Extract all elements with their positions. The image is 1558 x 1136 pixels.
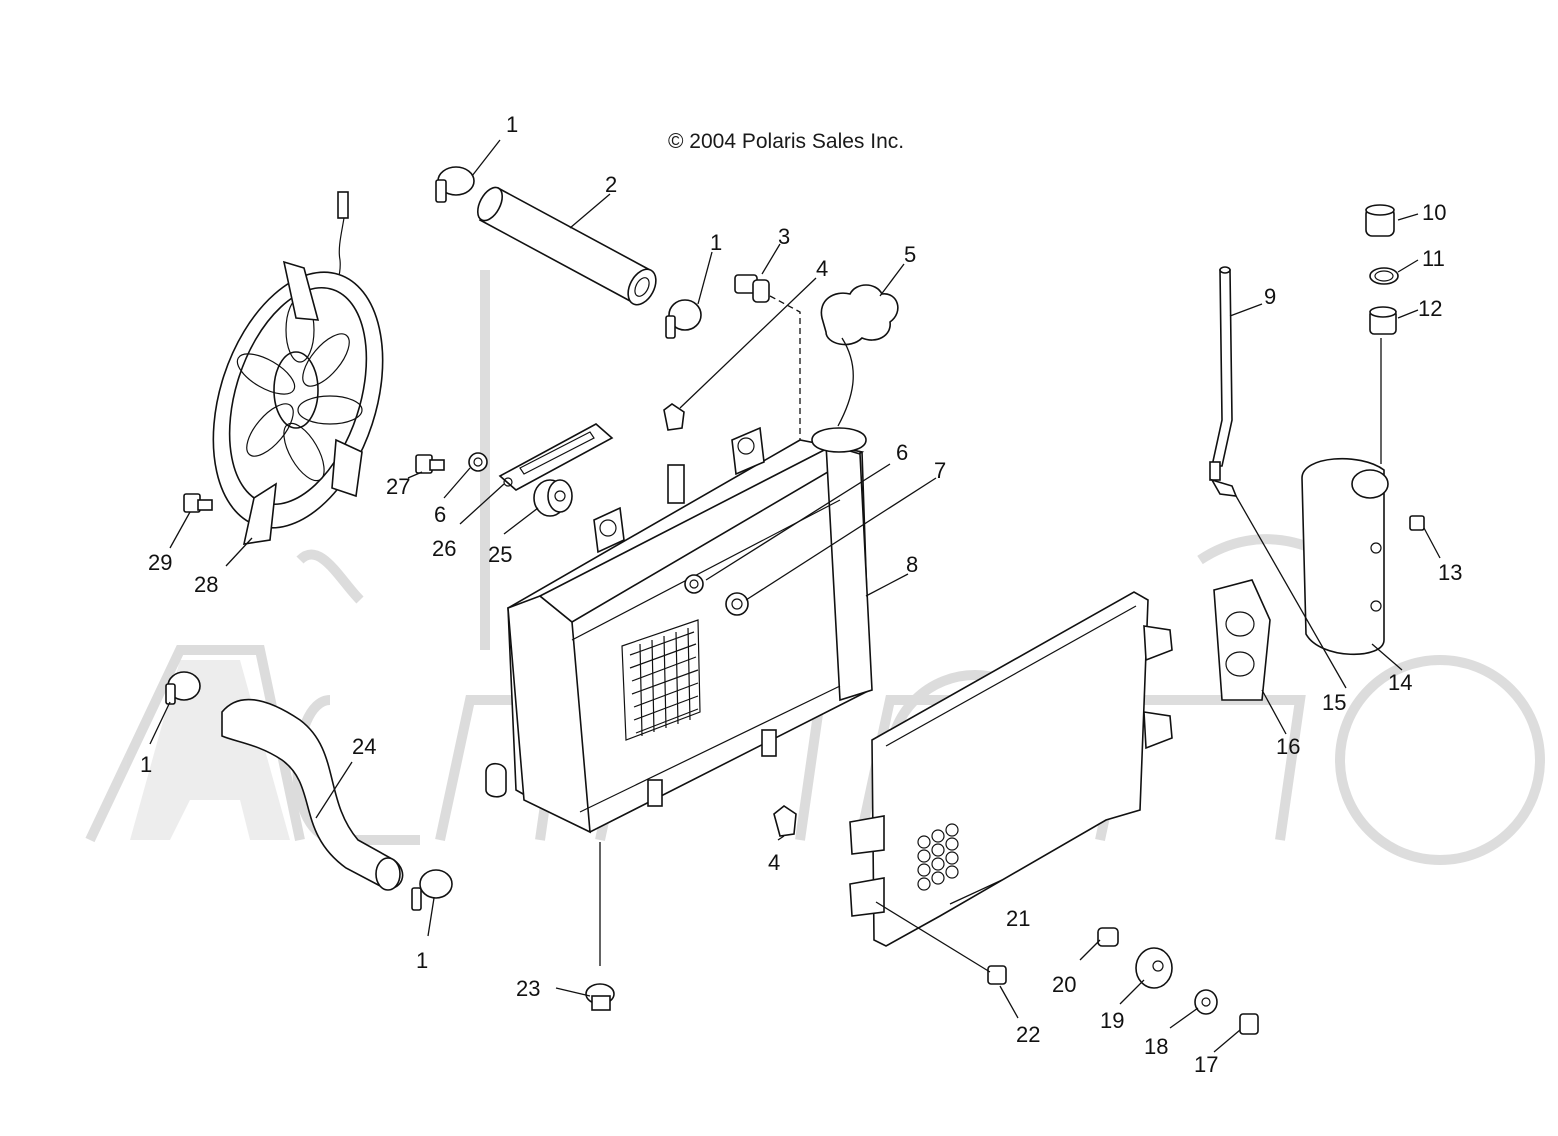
hose-clamp-icon — [411, 869, 453, 911]
washer-icon — [684, 574, 704, 594]
bolt-icon — [183, 493, 213, 513]
callout-label: 5 — [904, 242, 916, 267]
bracket-clip-icon — [773, 805, 797, 837]
callout-label: 23 — [516, 976, 540, 1001]
callout-label: 17 — [1194, 1052, 1218, 1077]
callout-labels: 1 2 1 3 4 5 9 10 11 12 27 6 26 25 6 7 8 … — [140, 112, 1462, 1077]
radiator-shroud-icon — [849, 591, 1173, 947]
callout-label: 12 — [1418, 296, 1442, 321]
overflow-tube-icon — [1211, 266, 1233, 467]
hose-clamp-icon — [165, 671, 201, 705]
callout-label: 18 — [1144, 1034, 1168, 1059]
callout-label: 4 — [768, 850, 780, 875]
nut-icon — [725, 592, 749, 616]
bottle-neck-icon — [1369, 306, 1397, 335]
elbow-fitting-icon — [1209, 461, 1238, 497]
bottle-cap-icon — [1365, 204, 1395, 237]
mounting-bracket-icon — [498, 423, 614, 491]
callout-label: 19 — [1100, 1008, 1124, 1033]
bolt-icon — [1409, 515, 1425, 531]
callout-label: 11 — [1422, 246, 1445, 271]
copyright-text: © 2004 Polaris Sales Inc. — [668, 130, 905, 153]
bolt-icon — [1239, 1013, 1259, 1035]
callout-label: 1 — [140, 752, 152, 777]
callout-label: 21 — [1006, 906, 1030, 931]
callout-label: 28 — [194, 572, 218, 597]
lower-radiator-hose-icon — [221, 698, 404, 891]
callout-label: 27 — [386, 474, 410, 499]
drain-plug-icon — [585, 983, 615, 1011]
hose-clamp-icon — [435, 166, 475, 203]
grommet-icon — [1135, 947, 1173, 989]
callout-label: 16 — [1276, 734, 1300, 759]
callout-label: 4 — [816, 256, 828, 281]
temperature-switch-icon — [734, 274, 770, 303]
callout-label: 20 — [1052, 972, 1076, 997]
callout-label: 9 — [1264, 284, 1276, 309]
radiator-icon — [485, 426, 873, 834]
callout-label: 15 — [1322, 690, 1346, 715]
bolt-icon — [415, 454, 445, 474]
callout-label: 13 — [1438, 560, 1462, 585]
callout-label: 10 — [1422, 200, 1446, 225]
callout-label: 1 — [506, 112, 518, 137]
hose-clamp-icon — [665, 299, 702, 339]
gasket-plate-icon — [1213, 579, 1271, 701]
washer-icon — [468, 452, 488, 472]
bracket-clip-icon — [663, 403, 685, 504]
callout-label: 26 — [432, 536, 456, 561]
callout-label: 29 — [148, 550, 172, 575]
washer-icon — [1194, 989, 1218, 1015]
radiator-core-mesh-icon — [621, 619, 701, 741]
shroud-grille-icon — [917, 823, 959, 891]
callout-label: 1 — [710, 230, 722, 255]
radiator-cap-icon — [820, 284, 899, 346]
collar-icon — [1097, 927, 1119, 947]
callout-label: 7 — [934, 458, 946, 483]
callout-label: 6 — [434, 502, 446, 527]
grommet-icon — [533, 479, 573, 517]
callout-label: 8 — [906, 552, 918, 577]
callout-label: 2 — [605, 172, 617, 197]
cooling-fan-icon — [212, 191, 384, 545]
callout-label: 14 — [1388, 670, 1412, 695]
bolt-icon — [987, 965, 1007, 985]
o-ring-icon — [1369, 267, 1399, 285]
coolant-reservoir-icon — [1301, 457, 1389, 656]
callout-label: 25 — [488, 542, 512, 567]
callout-label: 24 — [352, 734, 376, 759]
callout-label: 3 — [778, 224, 790, 249]
callout-label: 1 — [416, 948, 428, 973]
radiator-hose-icon — [476, 186, 657, 306]
callout-label: 6 — [896, 440, 908, 465]
leader-lines — [149, 139, 1441, 1053]
callout-label: 22 — [1016, 1022, 1040, 1047]
